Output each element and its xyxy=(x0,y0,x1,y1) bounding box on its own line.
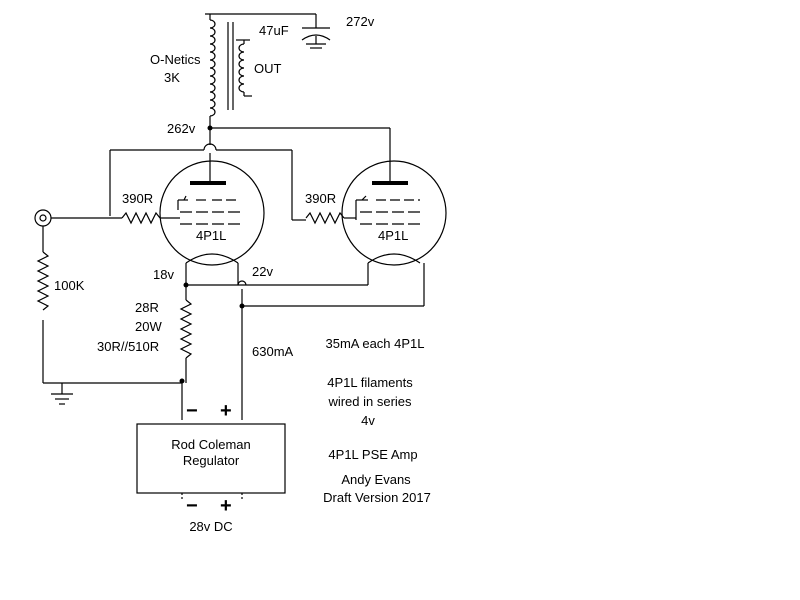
regulator: − + Rod Coleman Regulator − + 28v DC xyxy=(136,400,286,534)
input-section: 390R 100K xyxy=(34,191,182,405)
grid-resistor-left-label: 390R xyxy=(122,191,153,206)
tube-right: 4P1L xyxy=(341,160,447,306)
input-jack-icon[interactable] xyxy=(34,209,52,227)
regulator-output-plus: + xyxy=(220,495,232,517)
filament-note-line1: 4P1L filaments xyxy=(327,375,413,390)
dropper-value-label: 28R xyxy=(135,300,159,315)
notes: 35mA each 4P1L 4P1L filaments wired in s… xyxy=(323,336,431,505)
input-resistor-label: 100K xyxy=(54,278,85,293)
regulator-name-line2: Regulator xyxy=(183,453,240,468)
supply-voltage-label: 28v DC xyxy=(189,519,232,534)
total-current-label: 630mA xyxy=(252,344,294,359)
filament-note-line3: 4v xyxy=(361,413,375,428)
regulator-name-line1: Rod Coleman xyxy=(171,437,251,452)
tube-left: 4P1L 18v 22v xyxy=(153,160,273,285)
filament-high-voltage-label: 22v xyxy=(252,264,273,279)
grid-resistor-right: 390R xyxy=(292,191,356,225)
regulator-input-plus: + xyxy=(220,400,232,422)
tube-left-label: 4P1L xyxy=(196,228,226,243)
capacitor-value-label: 47uF xyxy=(259,23,289,38)
regulator-input-minus: − xyxy=(186,400,198,422)
tube-right-label: 4P1L xyxy=(378,228,408,243)
schematic-title: 4P1L PSE Amp xyxy=(328,447,417,462)
regulator-output-minus: − xyxy=(186,495,198,517)
filter-capacitor: 47uF 272v xyxy=(259,14,375,49)
grid-resistor-right-label: 390R xyxy=(305,191,336,206)
filament-note-line2: wired in series xyxy=(327,394,412,409)
dropper-power-label: 20W xyxy=(135,319,162,334)
plate-wiring: 262v xyxy=(109,121,391,220)
output-label: OUT xyxy=(254,61,282,76)
current-each-note: 35mA each 4P1L xyxy=(325,336,424,351)
version-label: Draft Version 2017 xyxy=(323,490,431,505)
transformer-brand-label: O-Netics xyxy=(150,52,201,67)
dropper-parts-label: 30R//510R xyxy=(97,339,159,354)
author-label: Andy Evans xyxy=(341,472,411,487)
filament-low-voltage-label: 18v xyxy=(153,267,174,282)
b-plus-voltage-label: 272v xyxy=(346,14,375,29)
plate-voltage-label: 262v xyxy=(167,121,196,136)
filament-wiring: 28R 20W 30R//510R 630mA xyxy=(97,280,424,420)
output-transformer: O-Netics 3K OUT xyxy=(150,13,316,128)
transformer-impedance-label: 3K xyxy=(164,70,180,85)
